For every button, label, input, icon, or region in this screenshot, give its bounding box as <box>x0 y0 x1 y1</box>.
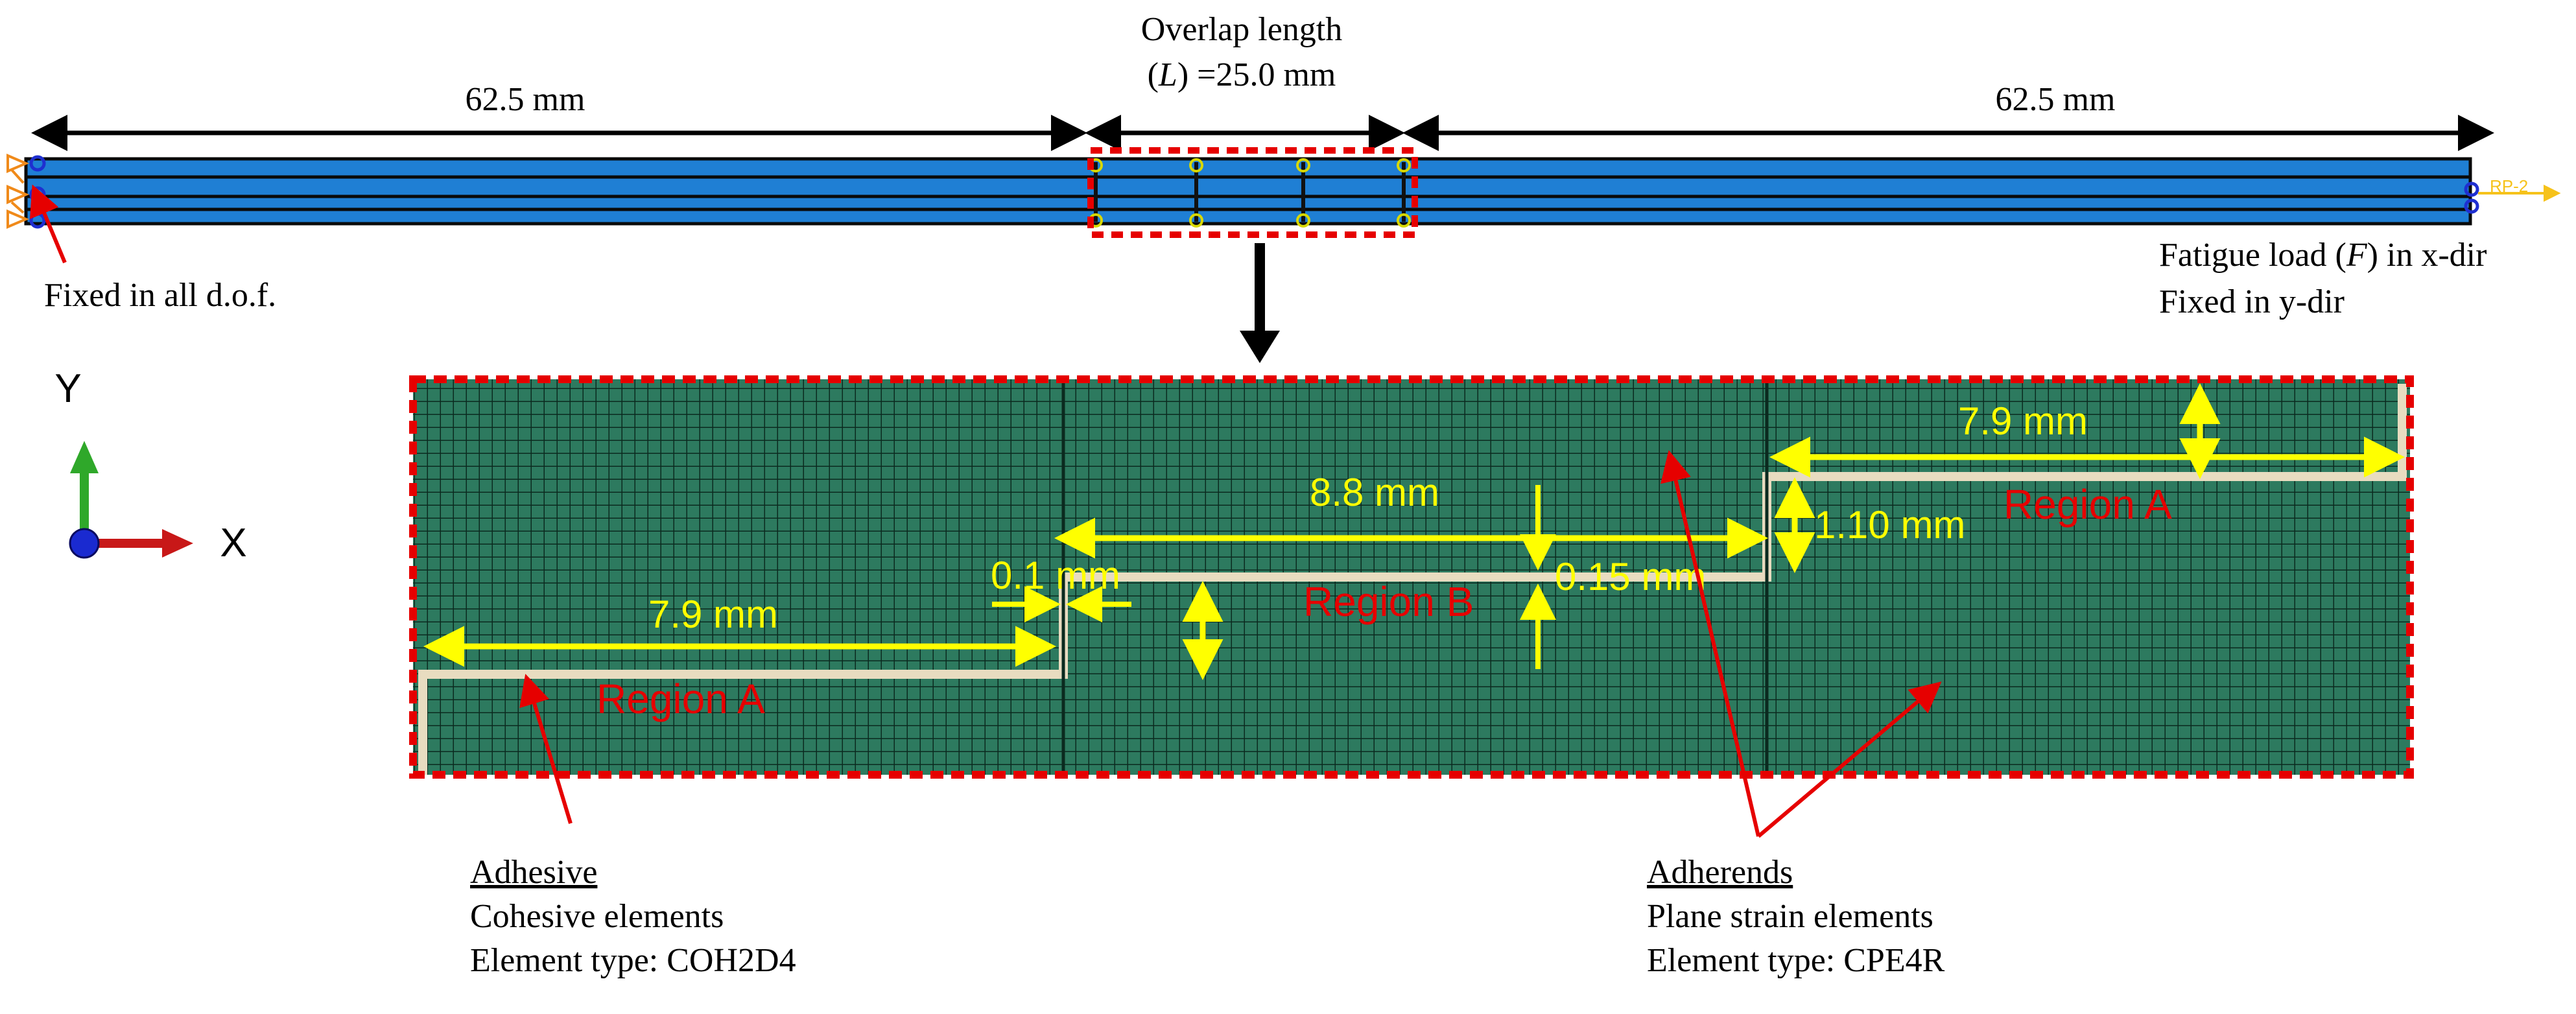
load-label-line2: Fixed in y-dir <box>2159 283 2345 320</box>
dim-left-region-label: 7.9 mm <box>648 593 778 636</box>
adherends-note: Adherends Plane strain elements Element … <box>1647 854 1945 979</box>
right-length-label: 62.5 mm <box>1996 81 2116 118</box>
axis-x-label: X <box>220 521 246 565</box>
leader-arrows <box>519 450 1942 838</box>
adhesive-note-line2: Element type: COH2D4 <box>470 942 796 979</box>
load-arrow-icon <box>2478 184 2561 202</box>
left-length-label: 62.5 mm <box>466 81 585 118</box>
dim-thickness-label: 0.15 mm <box>1555 555 1706 598</box>
coordinate-axes: Y X <box>54 366 246 565</box>
left-boundary-symbols: Fixed in all d.o.f. <box>6 153 276 314</box>
y-axis-arrowhead-icon <box>70 441 99 473</box>
dim-middle-label: 8.8 mm <box>1310 471 1439 514</box>
z-axis-dot-icon <box>69 528 100 559</box>
right-boundary-symbols: RP-2 Fatigue load (F) in x-dir Fixed in … <box>2159 176 2561 320</box>
zoom-arrow <box>1240 243 1280 363</box>
region-a-left-label: Region A <box>597 676 765 722</box>
load-label-line1: Fatigue load (F) in x-dir <box>2159 237 2487 274</box>
dim-right-region-label: 7.9 mm <box>1958 399 2088 443</box>
adhesive-pointer-arrow <box>519 674 573 824</box>
adherends-note-title: Adherends <box>1647 854 1793 891</box>
adhesive-note-line1: Cohesive elements <box>470 898 724 935</box>
x-axis-arrowhead-icon <box>162 529 193 558</box>
dim-step-height-label: 1.10 mm <box>1814 503 1965 547</box>
fixed-support-icon <box>6 153 30 230</box>
axis-y-label: Y <box>54 366 81 411</box>
specimen-strips <box>24 147 2472 238</box>
dim-gap-label: 0.1 mm <box>991 554 1120 597</box>
adherends-note-line2: Element type: CPE4R <box>1647 942 1945 979</box>
top-dimensions: 62.5 mm Overlap length (L) =25.0 mm 62.5… <box>31 11 2494 151</box>
reference-point-label: RP-2 <box>2490 176 2528 196</box>
overlap-label-line2: (L) =25.0 mm <box>1148 56 1336 93</box>
adherend-pointer-arrow-1 <box>1660 450 1760 837</box>
detail-highlight-box <box>409 375 2414 779</box>
adhesive-note-title: Adhesive <box>470 854 597 891</box>
overlap-highlight-box <box>1087 147 1418 238</box>
detail-mesh-view: 7.9 mm 0.1 mm 8.8 mm 0.15 mm 1.10 mm 7.9… <box>409 375 2414 779</box>
right-node-markers <box>2464 182 2479 214</box>
fixed-pointer-arrow <box>30 184 67 264</box>
overlap-label-line1: Overlap length <box>1141 11 1342 48</box>
fixed-left-label: Fixed in all d.o.f. <box>44 277 276 314</box>
adherends-note-line1: Plane strain elements <box>1647 898 1933 935</box>
region-b-label: Region B <box>1303 578 1474 625</box>
adhesive-note: Adhesive Cohesive elements Element type:… <box>470 854 796 979</box>
adherend-pointer-arrow-2 <box>1757 681 1942 838</box>
region-a-right-label: Region A <box>2003 481 2172 528</box>
